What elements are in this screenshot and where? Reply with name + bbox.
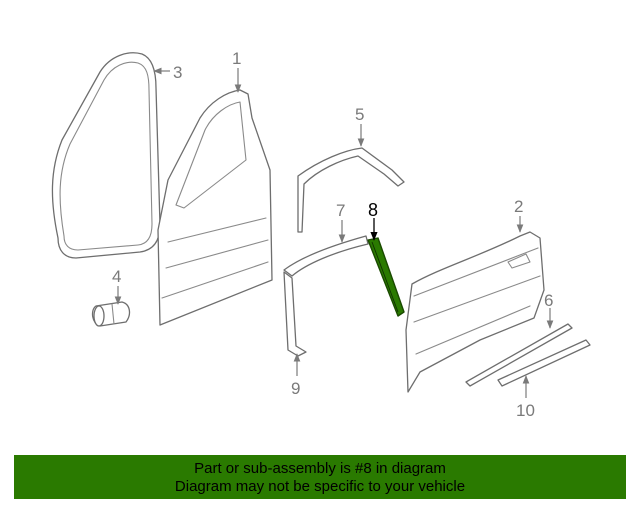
part-5-upper-molding [297,147,405,233]
part-9-division-molding [283,271,307,357]
part-4-bumper [91,301,131,327]
banner-line-1: Part or sub-assembly is #8 in diagram [194,460,446,477]
callout-3: 3 [173,63,182,82]
callout-1: 1 [232,49,241,68]
part-6-lower-molding [465,323,573,387]
part-3-weatherstrip [51,52,161,259]
callout-8: 8 [368,200,378,220]
callout-9: 9 [291,379,300,398]
part-7-sash-molding [283,235,369,277]
notice-banner: Part or sub-assembly is #8 in diagram Di… [14,455,626,499]
parts-diagram: 3 1 5 2 7 8 4 6 9 10 [51,49,591,420]
callout-5: 5 [355,105,364,124]
banner-line-2: Diagram may not be specific to your vehi… [174,478,466,495]
callout-10: 10 [516,401,535,420]
callout-7: 7 [336,201,345,220]
part-8-channel-highlighted [367,237,405,317]
part-10-side-molding [497,339,591,387]
callout-6: 6 [544,291,553,310]
callout-4: 4 [112,267,121,286]
part-1-front-door [157,89,273,326]
callout-2: 2 [514,197,523,216]
part-2-rear-door [405,231,545,393]
